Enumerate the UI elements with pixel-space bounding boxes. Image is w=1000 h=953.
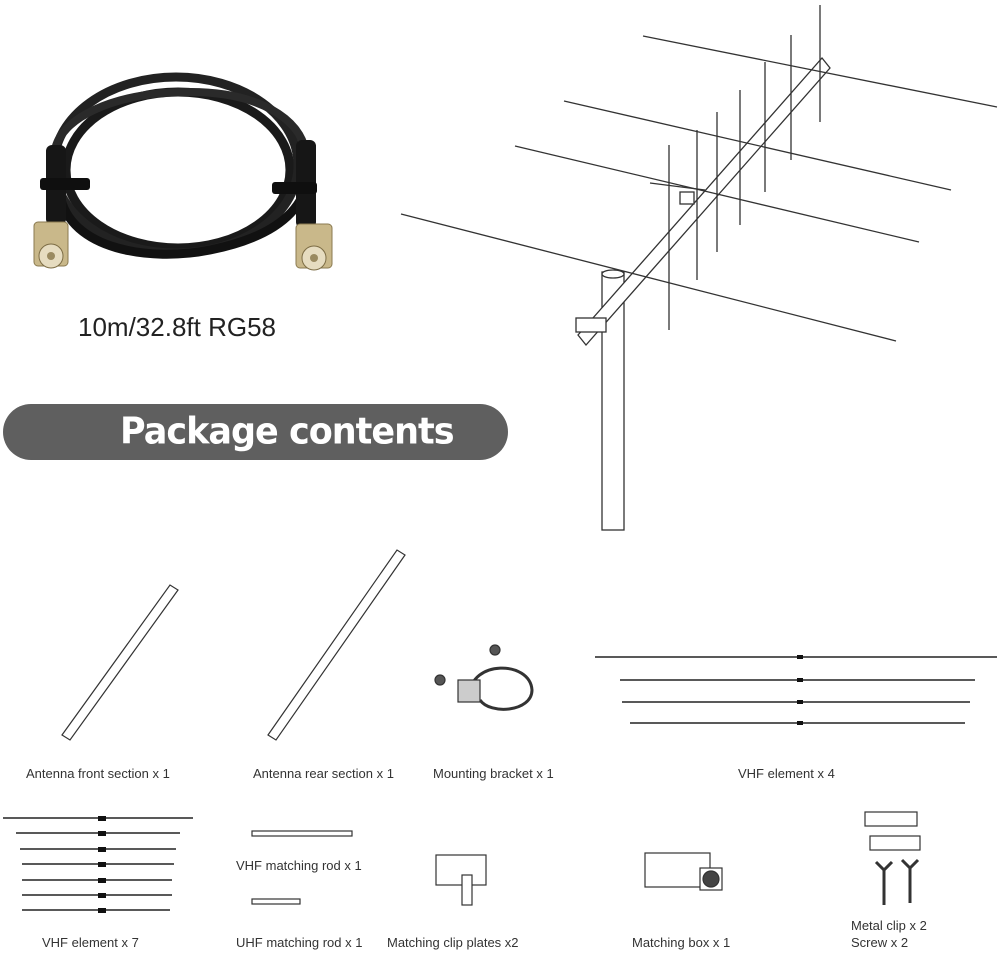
cable-label: 10m/32.8ft RG58 [78,312,276,342]
banner-title: Package contents [120,411,455,453]
item-matching-clip-plates-label: Matching clip plates x2 [387,935,519,950]
item-matching-box-label: Matching box x 1 [632,935,731,950]
item-rear-section-label: Antenna rear section x 1 [253,766,394,781]
item-uhf-matching-rod-label: UHF matching rod x 1 [236,935,363,950]
item-front-section-label: Antenna front section x 1 [26,766,170,781]
item-vhf-element-4-label: VHF element x 4 [738,766,835,781]
item-metal-clip-label: Metal clip x 2 [851,918,927,933]
item-mounting-bracket-label: Mounting bracket x 1 [433,766,554,781]
item-vhf-element-7-label: VHF element x 7 [42,935,139,950]
item-vhf-matching-rod-label: VHF matching rod x 1 [236,858,362,873]
item-screw-label: Screw x 2 [851,935,909,950]
coax-cable-illustration [33,72,333,271]
package-contents-banner: Package contents [3,404,508,460]
assembled-antenna-illustration [400,5,998,531]
